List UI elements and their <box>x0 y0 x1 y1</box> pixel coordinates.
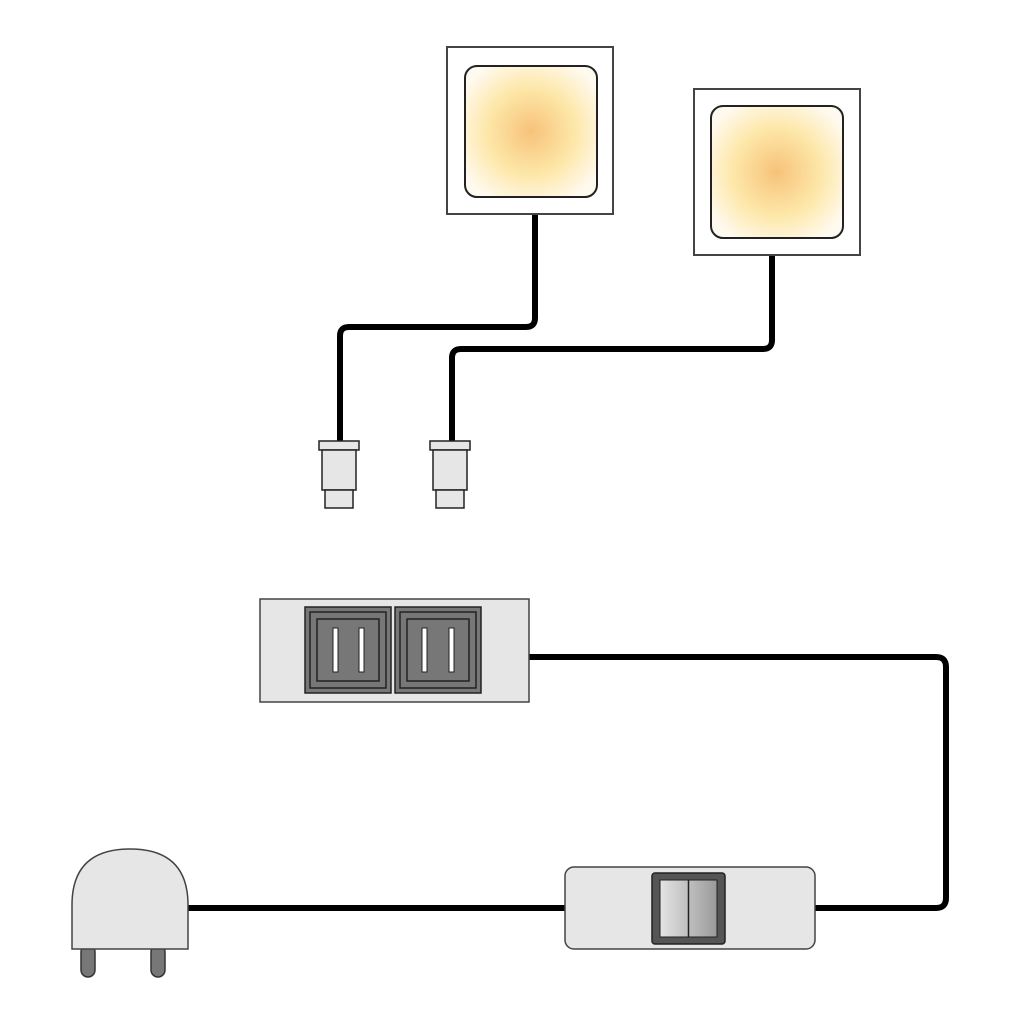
mains-plug <box>71 848 189 978</box>
cable-light-2 <box>449 255 775 443</box>
connector-2 <box>429 440 471 509</box>
inline-switch <box>564 866 816 950</box>
socket-1 <box>304 606 392 694</box>
cable-strip-to-switch <box>529 654 949 911</box>
socket-strip <box>259 598 530 703</box>
led-light-2 <box>693 88 861 256</box>
cables <box>188 214 949 911</box>
connector-1 <box>318 440 360 509</box>
led-light-1 <box>446 46 614 215</box>
cable-light-1 <box>337 214 538 443</box>
socket-2 <box>394 606 482 694</box>
